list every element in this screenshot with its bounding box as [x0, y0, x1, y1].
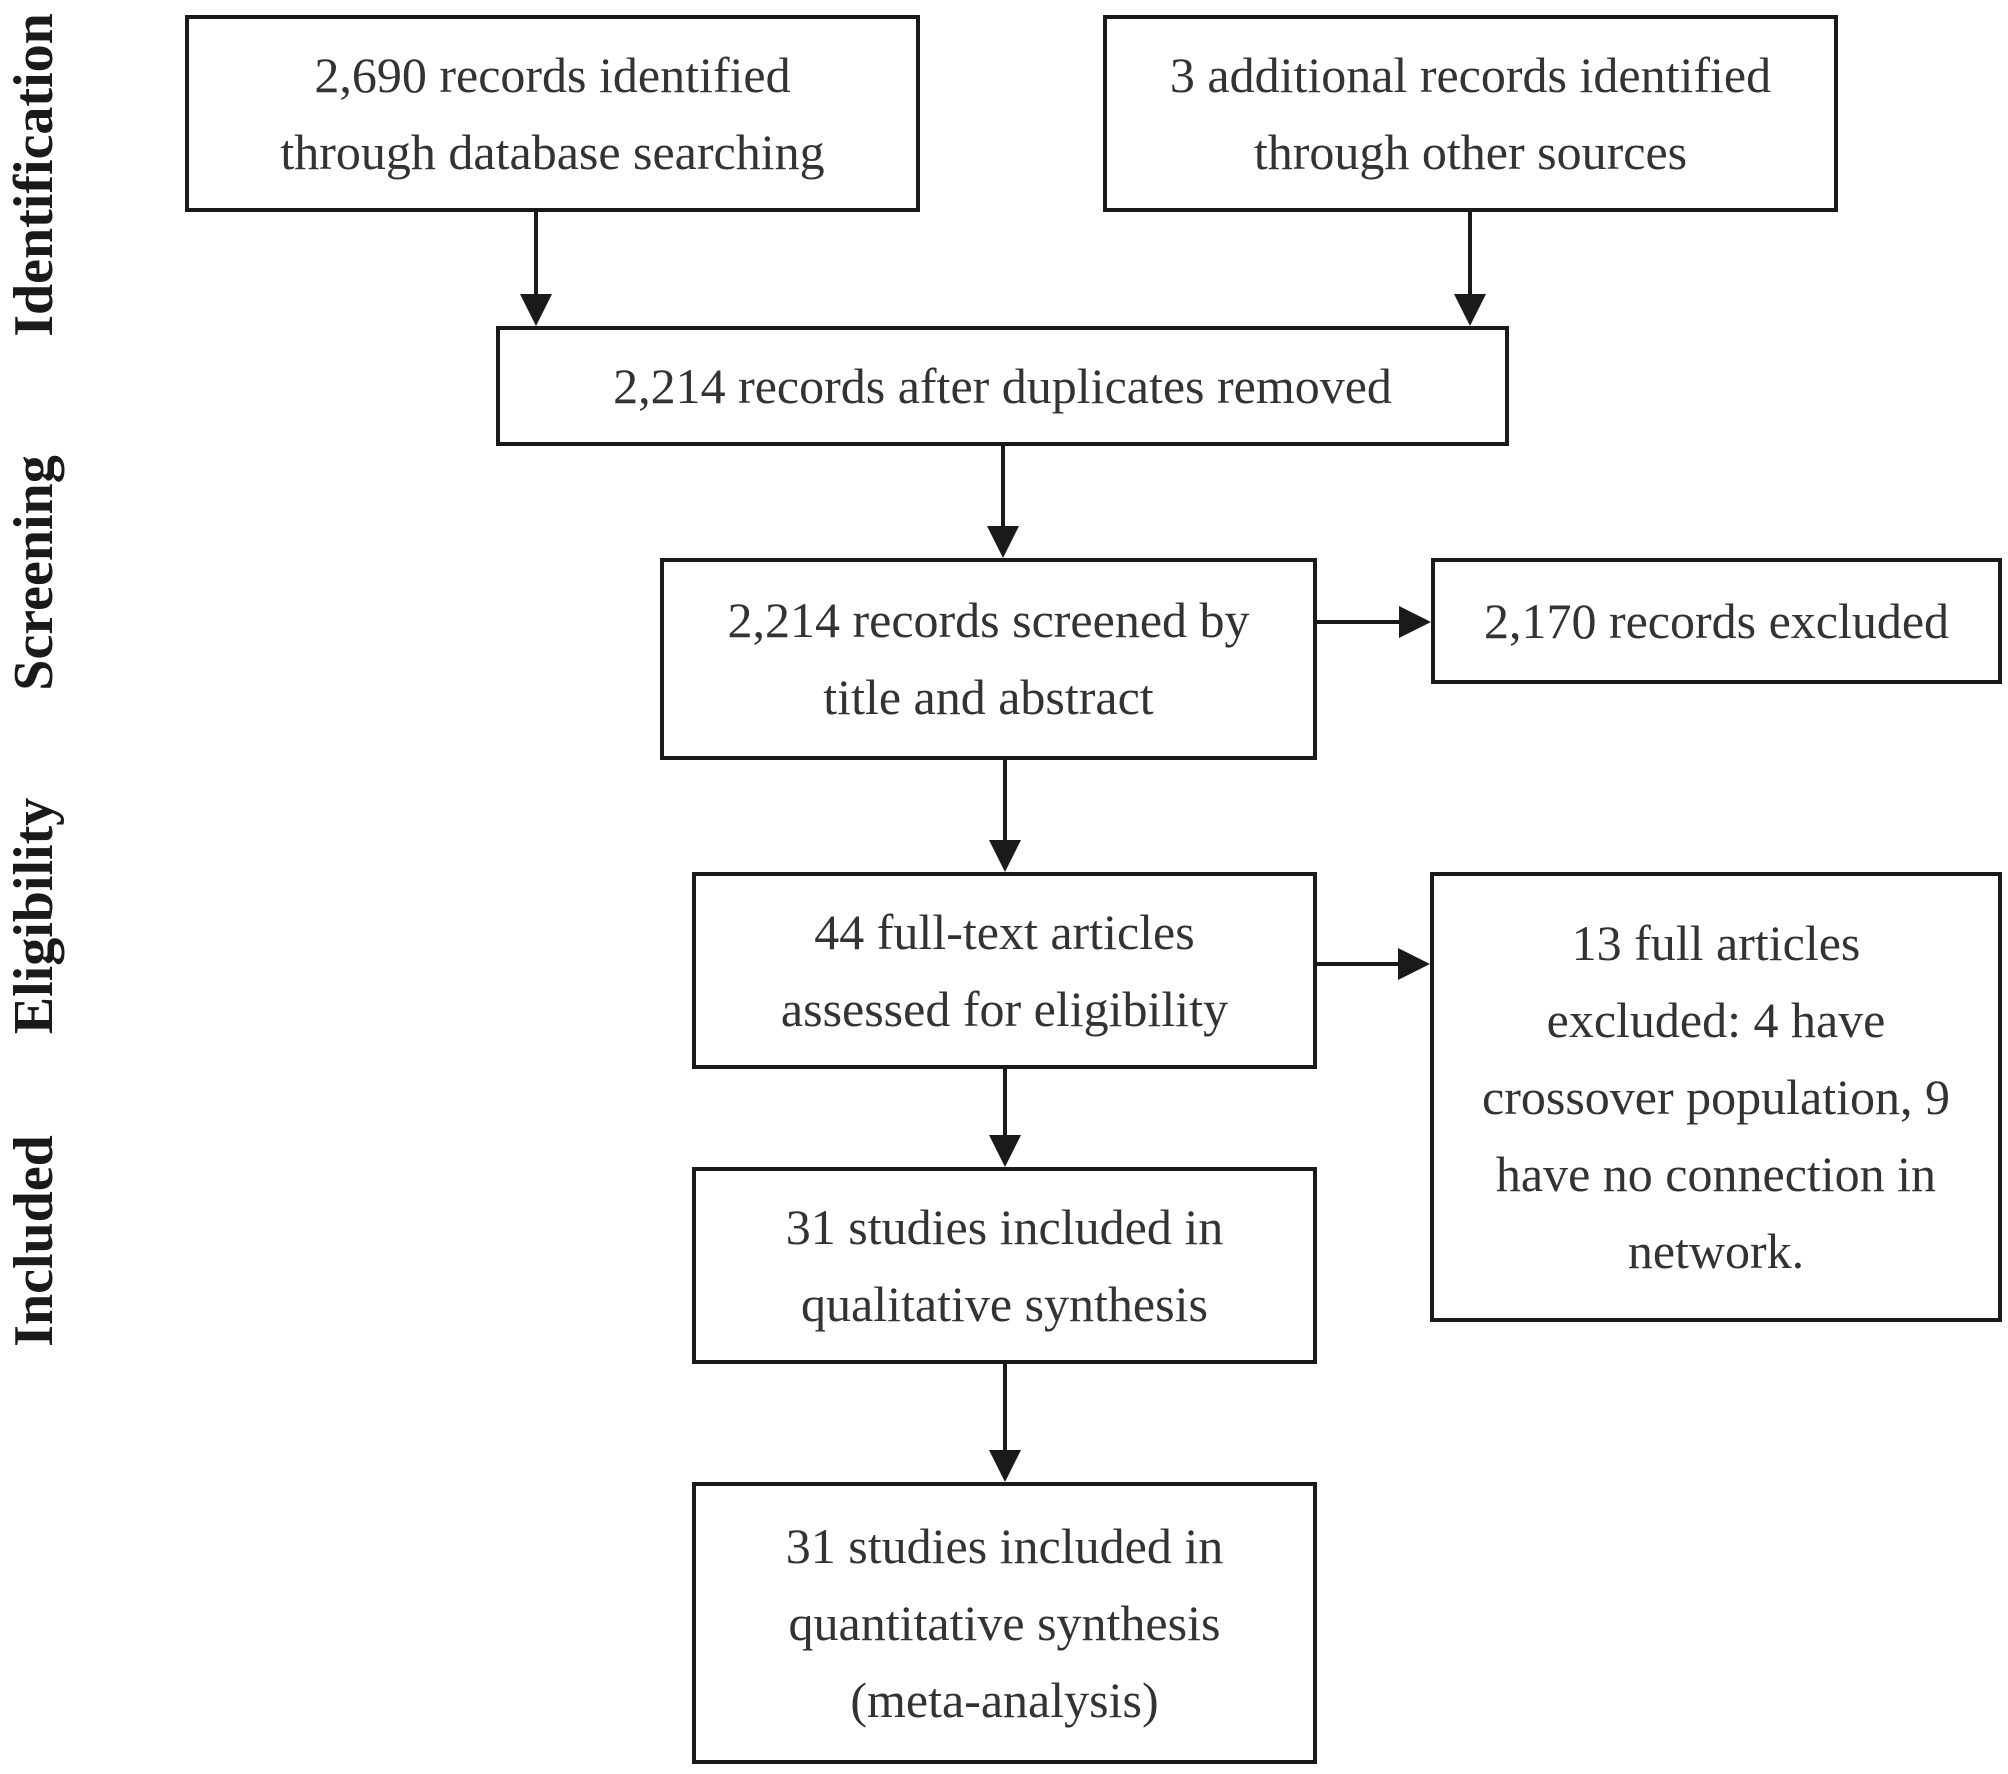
- box-full-text-excluded: 13 full articles excluded: 4 have crosso…: [1430, 872, 2002, 1322]
- box-database-records-text: 2,690 records identified through databas…: [280, 46, 825, 180]
- box-duplicates-removed: 2,214 records after duplicates removed: [496, 326, 1509, 446]
- box-screened: 2,214 records screened by title and abst…: [660, 558, 1317, 760]
- box-qualitative-text: 31 studies included in qualitative synth…: [785, 1198, 1224, 1332]
- box-excluded-screening-text: 2,170 records excluded: [1483, 592, 1950, 649]
- box-qualitative: 31 studies included in qualitative synth…: [692, 1167, 1317, 1364]
- box-database-records: 2,690 records identified through databas…: [185, 15, 920, 212]
- box-full-text-excluded-text: 13 full articles excluded: 4 have crosso…: [1482, 914, 1950, 1279]
- box-full-text-assessed-text: 44 full-text articles assessed for eligi…: [780, 903, 1229, 1037]
- box-other-records-text: 3 additional records identified through …: [1169, 46, 1772, 180]
- box-quantitative-text: 31 studies included in quantitative synt…: [785, 1517, 1224, 1728]
- box-quantitative: 31 studies included in quantitative synt…: [692, 1482, 1317, 1764]
- box-screened-text: 2,214 records screened by title and abst…: [727, 592, 1250, 725]
- box-other-records: 3 additional records identified through …: [1103, 15, 1838, 212]
- box-excluded-screening: 2,170 records excluded: [1431, 558, 2002, 684]
- box-duplicates-removed-text: 2,214 records after duplicates removed: [613, 357, 1392, 414]
- box-full-text-assessed: 44 full-text articles assessed for eligi…: [692, 872, 1317, 1069]
